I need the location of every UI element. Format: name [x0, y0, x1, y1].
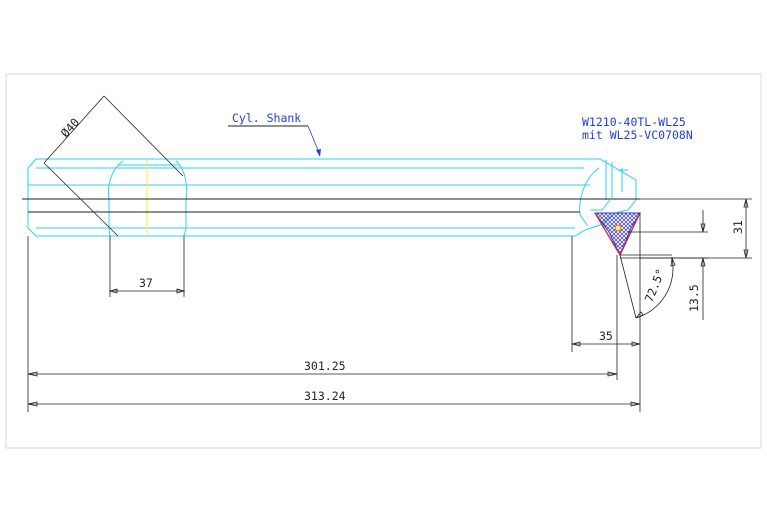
dim-313-label: 313.24: [304, 389, 346, 403]
cutting-insert: [594, 212, 641, 257]
dim-35-label: 35: [599, 329, 613, 343]
insert-hatch: [594, 212, 641, 257]
tool-outline: [27, 158, 637, 237]
dim-301-label: 301.25: [304, 359, 346, 373]
drawing-frame: [5, 73, 762, 449]
insert-code-label: mit WL25-VC0708N: [582, 128, 693, 142]
insert-center-mark: [614, 224, 622, 232]
diameter-label: Ø40: [58, 115, 82, 140]
dim-13-5-label: 13.5: [687, 284, 701, 312]
tool-code-label: W1210-40TL-WL25: [582, 115, 686, 129]
dimension-lines: [27, 95, 752, 412]
tool-body: [27, 158, 637, 237]
dim-31-label: 31: [731, 220, 745, 234]
dim-37-label: 37: [139, 276, 153, 290]
shank-label: Cyl. Shank: [232, 111, 301, 125]
angle-label: 72.5°: [642, 267, 668, 304]
